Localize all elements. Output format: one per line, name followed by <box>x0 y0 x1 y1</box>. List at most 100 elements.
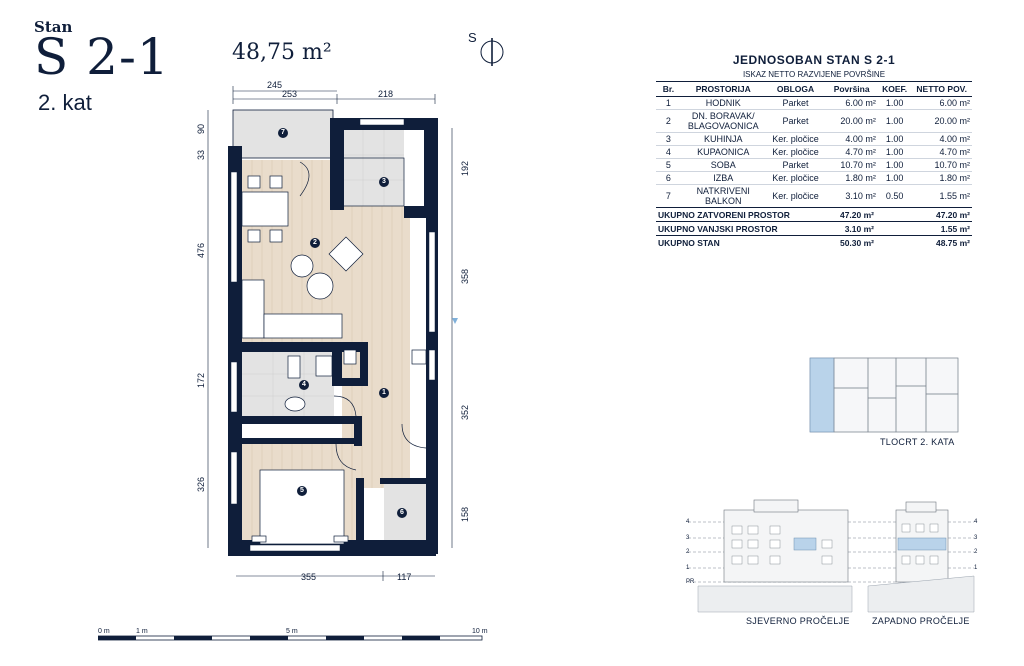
cell-br: 5 <box>656 158 681 172</box>
total-net: 47.20 m² <box>910 207 972 222</box>
table-subtitle: ISKAZ NETTO RAZVIJENE POVRŠINE <box>742 70 886 79</box>
cell-room: NATKRIVENI BALKON <box>680 184 766 208</box>
total-label: UKUPNO ZATVORENI PROSTOR <box>656 207 822 222</box>
cell-room: HODNIK <box>680 96 766 110</box>
total-area: 47.20 m² <box>822 207 876 222</box>
room-marker-5: 5 <box>297 486 307 496</box>
dim-left-33: 33 <box>196 149 206 160</box>
room-marker-3: 3 <box>379 177 389 187</box>
scale-label-10: 10 m <box>472 628 488 635</box>
col-header: KOEF. <box>877 81 912 97</box>
room-marker-4: 4 <box>299 380 309 390</box>
dim-bottom-117: 117 <box>397 572 412 582</box>
cell-area: 1.80 m² <box>825 171 878 185</box>
scale-label-0: 0 m <box>98 628 110 635</box>
table-title: JEDNOSOBAN STAN S 2-1 <box>732 53 896 67</box>
cell-br: 7 <box>656 184 681 208</box>
total-net: 1.55 m² <box>910 221 972 236</box>
dim-right-192: 192 <box>460 160 470 176</box>
net-area: 48,75 m² <box>232 40 332 65</box>
total-label: UKUPNO STAN <box>656 235 822 249</box>
level-label-right: 1 <box>974 565 978 571</box>
cell-koef: 1.00 <box>877 158 912 172</box>
cell-area: 10.70 m² <box>825 158 878 172</box>
floor-plan-caption: TLOCRT 2. KATA <box>880 437 955 447</box>
col-header: NETTO POV. <box>911 81 972 97</box>
dim-top-253: 253 <box>282 89 298 99</box>
dim-right-358: 358 <box>460 268 470 284</box>
elevations <box>688 499 975 613</box>
west-elevation-caption: ZAPADNO PROČELJE <box>872 616 970 626</box>
cell-koef: 1.00 <box>877 132 912 146</box>
cell-finish: Ker. pločice <box>765 184 826 208</box>
cell-room: IZBA <box>680 171 766 185</box>
cell-room: KUHINJA <box>680 132 766 146</box>
cell-area: 20.00 m² <box>825 109 878 133</box>
cell-area: 6.00 m² <box>825 96 878 110</box>
level-label-right: 4 <box>974 519 978 525</box>
cell-area: 4.00 m² <box>825 132 878 146</box>
cell-area: 4.70 m² <box>825 145 878 159</box>
cell-net: 4.70 m² <box>911 145 972 159</box>
dim-bottom-355: 355 <box>301 572 317 582</box>
col-header: Površina <box>825 81 878 97</box>
total-area: 3.10 m² <box>822 221 876 236</box>
floor-key-plan <box>809 357 959 433</box>
compass-icon <box>480 38 504 66</box>
level-label-left: 2 <box>686 549 690 555</box>
dim-left-476: 476 <box>196 242 206 258</box>
cell-finish: Parket <box>765 96 826 110</box>
dim-left-90: 90 <box>196 123 206 134</box>
floor-label: 2. kat <box>38 90 92 115</box>
total-spacer <box>876 207 910 222</box>
cell-finish: Ker. pločice <box>765 145 826 159</box>
cell-net: 20.00 m² <box>911 109 972 133</box>
cell-net: 6.00 m² <box>911 96 972 110</box>
cell-room: SOBA <box>680 158 766 172</box>
cell-area: 3.10 m² <box>825 184 878 208</box>
total-area: 50.30 m² <box>822 235 876 249</box>
level-label-left: 4 <box>686 519 690 525</box>
dim-left-326: 326 <box>196 476 206 492</box>
dim-right-352: 352 <box>460 404 470 420</box>
total-net: 48.75 m² <box>910 235 972 249</box>
room-marker-2: 2 <box>310 238 320 248</box>
cell-room: KUPAONICA <box>680 145 766 159</box>
total-spacer <box>876 221 910 236</box>
cell-br: 3 <box>656 132 681 146</box>
apartment-code: S 2-1 <box>34 28 170 86</box>
cell-br: 4 <box>656 145 681 159</box>
stan-label: Stan <box>34 18 73 36</box>
cell-koef: 1.00 <box>877 109 912 133</box>
room-marker-7: 7 <box>278 128 288 138</box>
rooms-table: Br. PROSTORIJA OBLOGA Površina KOEF. NET… <box>656 81 972 208</box>
level-label-right: 2 <box>974 549 978 555</box>
cell-koef: 1.00 <box>877 96 912 110</box>
cell-net: 10.70 m² <box>911 158 972 172</box>
cell-br: 2 <box>656 109 681 133</box>
cell-koef: 0.50 <box>877 184 912 208</box>
dim-top-218: 218 <box>378 89 394 99</box>
level-label-left: 3 <box>686 535 690 541</box>
level-label-left: 1 <box>686 565 690 571</box>
col-header: OBLOGA <box>765 81 826 97</box>
compass-letter: S <box>468 30 477 45</box>
total-spacer <box>876 235 910 249</box>
total-label: UKUPNO VANJSKI PROSTOR <box>656 221 822 236</box>
dim-top-245: 245 <box>267 80 283 90</box>
cell-koef: 1.00 <box>877 171 912 185</box>
cell-net: 4.00 m² <box>911 132 972 146</box>
level-label-right: 3 <box>974 535 978 541</box>
room-marker-1: 1 <box>379 388 389 398</box>
cell-finish: Ker. pločice <box>765 171 826 185</box>
